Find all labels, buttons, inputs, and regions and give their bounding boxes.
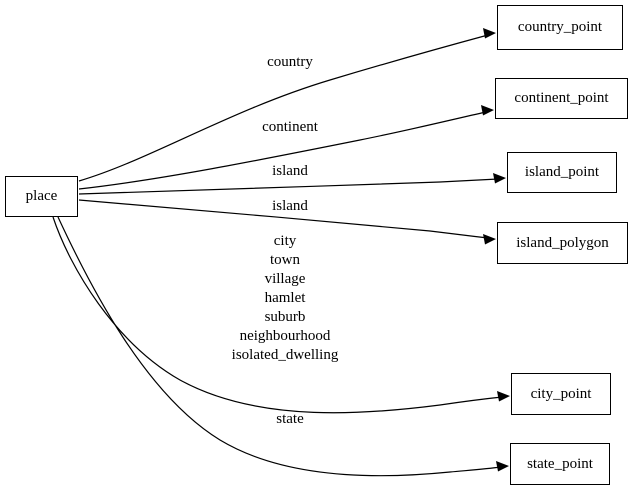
arrowhead-icon [493, 173, 506, 184]
edge-label-line: neighbourhood [239, 328, 331, 344]
edge-label-line: hamlet [264, 290, 306, 306]
node-label: place [25, 188, 58, 204]
edge-city [52, 216, 510, 414]
node-label: state_point [527, 455, 593, 472]
node-label: continent_point [514, 90, 609, 106]
edge-label-line: suburb [264, 309, 306, 325]
edge-line [57, 216, 502, 477]
node-city_point[interactable]: city_point [511, 373, 611, 415]
edge-label-line: town [270, 252, 300, 268]
arrowhead-icon [483, 234, 496, 245]
edge-country [78, 28, 496, 182]
edge-island-polygon [78, 199, 496, 245]
edge-state [57, 216, 509, 477]
edge-line [78, 34, 489, 182]
arrowhead-icon [496, 461, 509, 472]
edge-continent [78, 105, 494, 190]
edge-label-line: island [272, 163, 308, 179]
edge-label-country: country [267, 54, 313, 71]
node-label: island_point [524, 164, 600, 180]
edge-line [78, 178, 499, 195]
edge-label-line: island [272, 198, 308, 214]
edge-label-line: village [264, 271, 306, 287]
arrowhead-icon [483, 28, 496, 39]
edge-line [78, 111, 487, 190]
node-label: city_point [530, 385, 592, 402]
arrowhead-icon [497, 391, 510, 402]
node-label: island_polygon [516, 234, 609, 251]
edge-label-state: state [276, 411, 304, 428]
edge-label-island-polygon: island [272, 198, 308, 215]
node-state_point[interactable]: state_point [510, 443, 610, 485]
edge-line [52, 216, 503, 414]
arrowhead-icon [481, 105, 494, 116]
edge-label-line: city [273, 233, 297, 249]
edge-label-island-point: island [272, 163, 308, 180]
node-island_point[interactable]: island_point [507, 152, 617, 193]
edge-line [78, 199, 489, 239]
node-label: country_point [517, 19, 603, 35]
edge-label-continent: continent [262, 119, 318, 136]
node-country_point[interactable]: country_point [497, 5, 623, 50]
edge-island-point [78, 173, 506, 195]
node-island_polygon[interactable]: island_polygon [497, 222, 628, 264]
node-place[interactable]: place [5, 176, 78, 217]
edge-label-city: city town village hamlet suburb neighbourhood… [232, 232, 339, 365]
edge-label-line: state [276, 411, 304, 427]
node-continent_point[interactable]: continent_point [495, 78, 628, 119]
edge-label-line: country [267, 54, 313, 70]
edge-label-line: isolated_dwelling [231, 347, 339, 363]
edge-label-line: continent [262, 119, 318, 135]
